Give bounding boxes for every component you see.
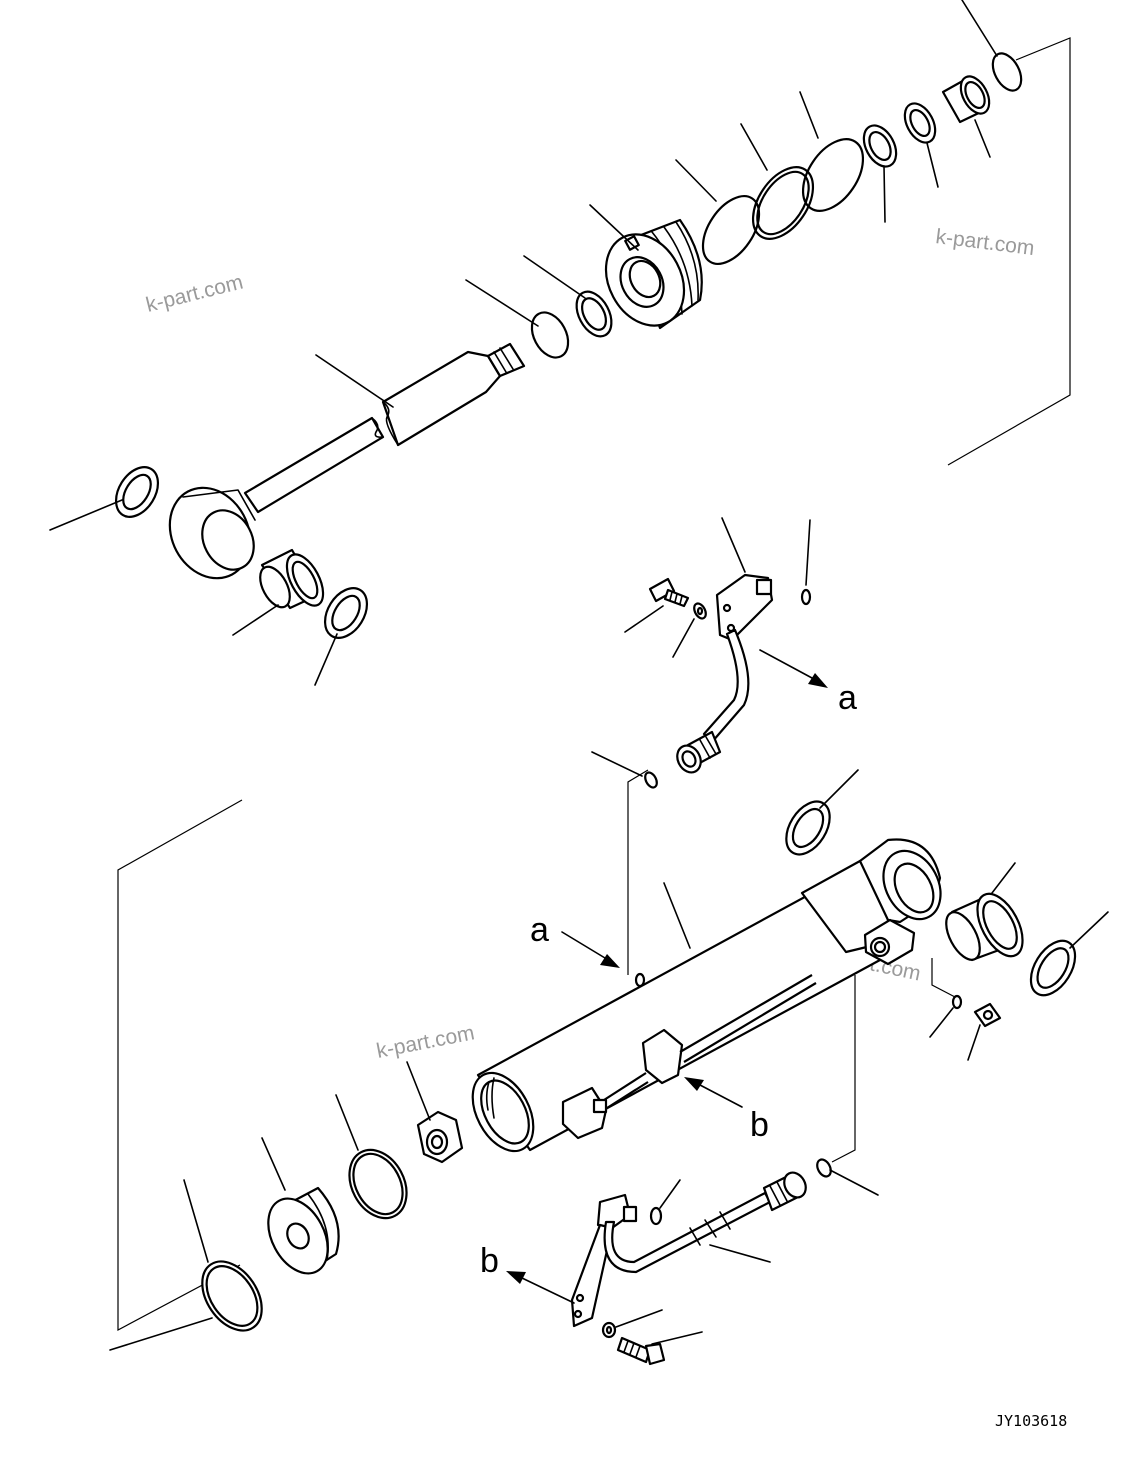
washer-upper (693, 602, 707, 620)
o-ring-port-right (951, 994, 963, 1010)
piston-ring-3 (801, 138, 865, 212)
ref-b-lower: b (480, 1242, 499, 1280)
leader-lines-upper (49, 0, 998, 686)
ref-b-cylinder: b (750, 1106, 769, 1144)
bottom-seal-right (1029, 939, 1077, 997)
o-ring-upper (800, 588, 812, 606)
watermark-lower-left: k-part.com (375, 1021, 477, 1063)
leader-lines-tube-a (591, 517, 828, 777)
watermark-upper-left: k-part.com (144, 271, 246, 317)
piston-nut (416, 1110, 464, 1164)
tube-assembly-a (676, 573, 774, 774)
ref-a-lower: a (530, 911, 549, 949)
leader-lines-lower-left (109, 1061, 431, 1351)
bolt-lower (616, 1336, 666, 1366)
o-ring-port-left (644, 771, 658, 789)
ref-a-upper: a (838, 679, 857, 717)
piston-ring-2 (751, 166, 815, 240)
washer-lower (601, 1321, 617, 1339)
bolt-upper (648, 577, 690, 608)
piston-lower (267, 1186, 340, 1275)
rod-bushing (941, 75, 991, 124)
o-ring-lower (649, 1206, 663, 1226)
dust-seal-top (991, 52, 1023, 92)
piston-ring-1 (701, 195, 761, 265)
seal-ring (575, 290, 613, 338)
rod-end-seal-right (323, 587, 369, 639)
leader-lines-tube-b (506, 1179, 771, 1345)
cylinder-tube (471, 838, 942, 1153)
piston-rod (168, 342, 526, 580)
explode-boundary-upper (947, 37, 1071, 466)
buffer-seal (903, 102, 937, 144)
explode-boundary-lower (117, 799, 243, 1331)
wear-ring (862, 124, 898, 168)
bottom-bushing (945, 892, 1024, 962)
end-cap-seal (201, 1260, 263, 1332)
drawing-code: JY103618 (995, 1412, 1067, 1430)
port-center-line-left (627, 769, 649, 975)
plug-bolt (973, 1002, 1002, 1028)
tube-assembly-b (570, 1171, 807, 1328)
port-center-line-bottom (831, 975, 856, 1163)
cushion-ring (348, 1148, 408, 1220)
piston-head (604, 218, 703, 330)
rod-end-bushing (259, 548, 325, 610)
port-center-line-right (931, 958, 956, 998)
rod-end-seal-left (114, 466, 160, 518)
snap-ring (530, 311, 570, 359)
o-ring-port-bottom (816, 1158, 832, 1178)
watermark-upper-right: k-part.com (934, 225, 1035, 260)
leader-lines-cylinder (561, 769, 1109, 1196)
bottom-seal-top (785, 800, 831, 856)
